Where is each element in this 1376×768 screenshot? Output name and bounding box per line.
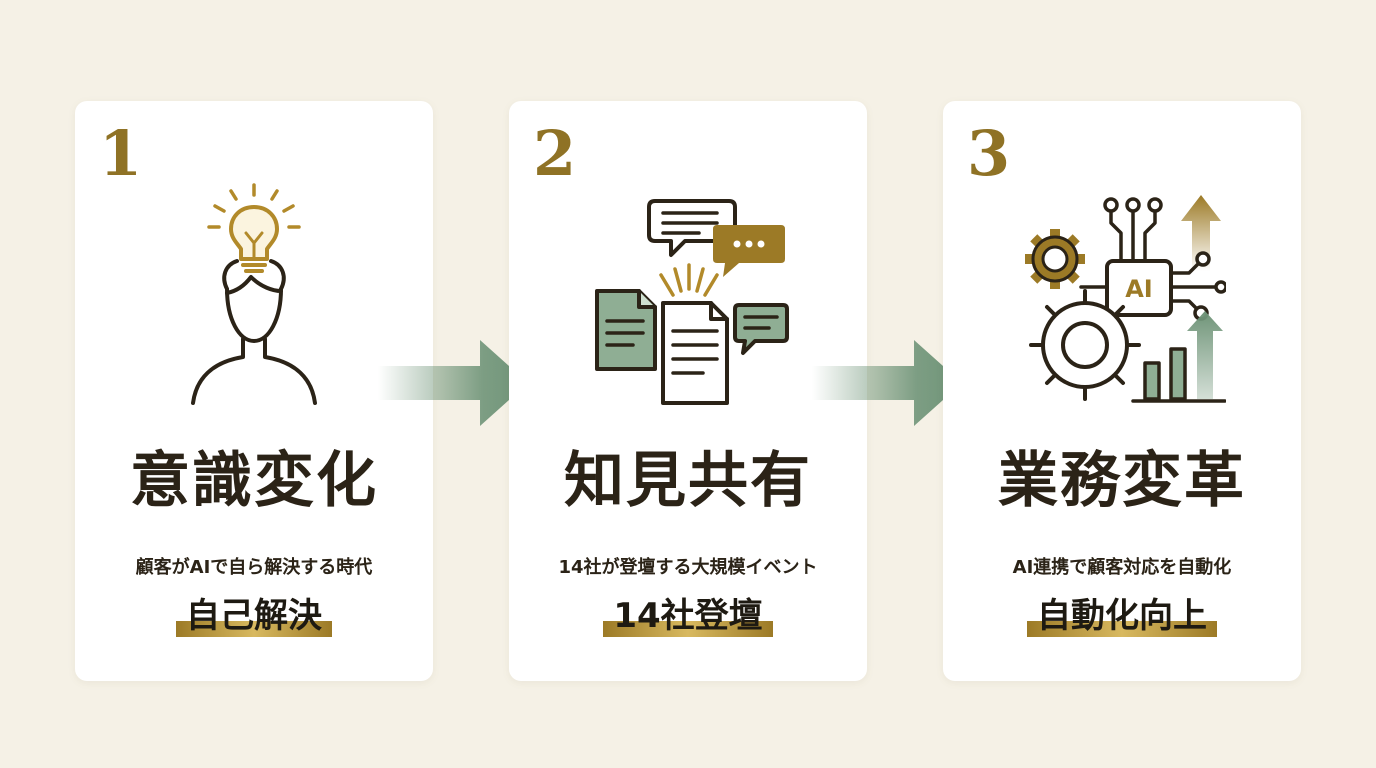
step-card-3: 3 [943, 101, 1301, 681]
keyword-highlight [1027, 621, 1217, 637]
step-subtitle: AI連携で顧客対応を自動化 [1012, 557, 1232, 578]
step-title: 業務変革 [998, 446, 1246, 516]
step-keyword-text: 自動化向上 [1037, 596, 1207, 636]
step-keyword: 14社登壇 [603, 593, 773, 639]
step-subtitle: 14社が登壇する大規模イベント [558, 557, 818, 578]
ai-chip-label: AI [1125, 275, 1153, 303]
flow-arrow-1 [378, 340, 530, 426]
step-subtitle: 顧客がAIで自ら解決する時代 [135, 557, 373, 578]
keyword-highlight [603, 621, 773, 637]
step-title: 知見共有 [564, 446, 812, 516]
step-card-1: 1 [75, 101, 433, 681]
step-number: 1 [99, 117, 143, 190]
step-keyword-text: 14社登壇 [613, 596, 763, 636]
ai-gears-growth-icon: AI [1021, 181, 1226, 411]
step-card-2: 2 [509, 101, 867, 681]
flow-arrow-2 [812, 340, 964, 426]
documents-chat-icon [589, 181, 789, 411]
keyword-highlight [176, 621, 332, 637]
step-title: 意識変化 [130, 446, 378, 516]
person-lightbulb-icon [179, 181, 329, 411]
step-keyword: 自動化向上 [1027, 593, 1217, 639]
step-keyword-text: 自己解決 [186, 596, 322, 636]
step-number: 3 [967, 117, 1011, 190]
step-number: 2 [533, 117, 577, 190]
step-keyword: 自己解決 [176, 593, 332, 639]
